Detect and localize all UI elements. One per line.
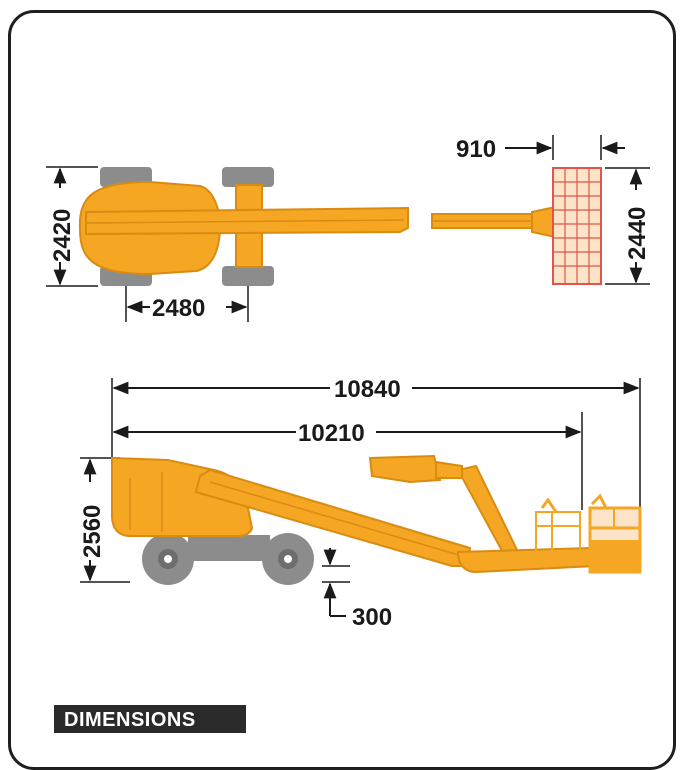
dim-10840-label: 10840 [334,376,401,403]
tire-front-bottom [222,266,274,286]
dim-2420-label: 2420 [49,209,76,262]
section-label: DIMENSIONS [54,705,246,733]
jib-arm-raised [456,464,520,560]
jib-link [435,460,463,479]
wheel-rear [142,533,194,585]
jib-head [368,454,442,484]
platform-top [552,167,602,285]
side-view: 10840 10210 2560 [79,376,642,631]
dim-10210-label: 10210 [298,420,365,447]
platform-side [588,493,642,574]
main-boom-centerline [209,481,463,557]
dim-910-label: 910 [456,136,496,163]
dim-2560-label: 2560 [79,505,106,558]
chassis-side [188,535,270,561]
dim-2440-label: 2440 [624,207,651,260]
dimension-drawing: 910 2440 2420 2480 10840 10210 [46,135,651,631]
tire-front-top [222,167,274,187]
wheel-front [262,533,314,585]
dim-2480-label: 2480 [152,295,205,322]
dim-300-label: 300 [352,604,392,631]
lower-jib [456,546,596,574]
top-view: 910 2440 2420 2480 [46,135,651,322]
boom-centerline [85,219,405,224]
platform-outline-raised [535,497,581,553]
